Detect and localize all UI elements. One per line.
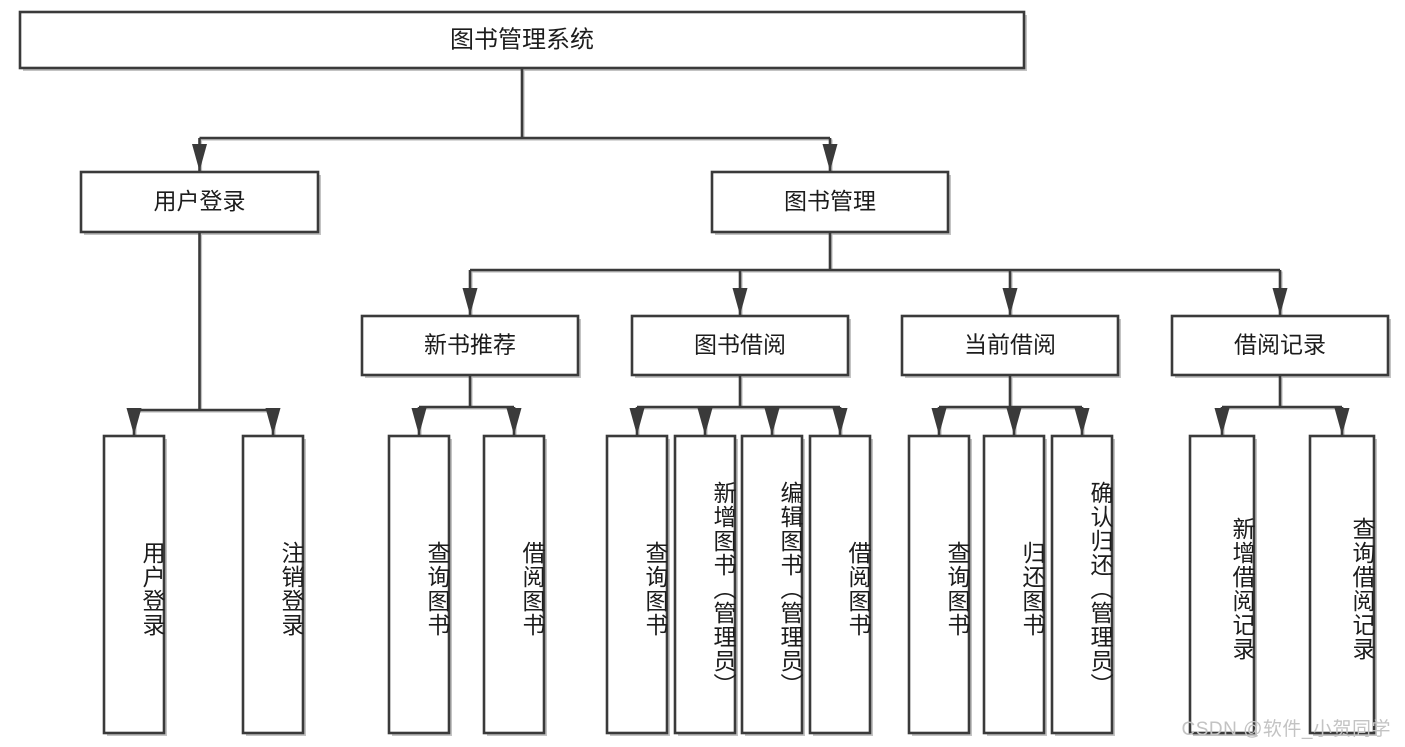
arrow-head-icon-new-book-recommend	[462, 288, 478, 315]
node-box-record-query[interactable]	[1308, 434, 1376, 735]
node-box-borrow-edit-book[interactable]	[740, 434, 804, 735]
node-box-current-borrow[interactable]	[900, 314, 1120, 377]
node-label-root: 图书管理系统	[450, 26, 594, 53]
arrow-head-icon-borrow-query-book	[629, 408, 645, 435]
node-label-book-borrow: 图书借阅	[694, 332, 786, 358]
node-label-borrow-record: 借阅记录	[1234, 332, 1326, 358]
arrow-head-icon-user-login	[192, 144, 207, 171]
node-box-current-return-book[interactable]	[982, 434, 1046, 735]
arrow-head-icon-recommend-query-book	[411, 408, 427, 435]
node-box-borrow-borrow-book[interactable]	[808, 434, 872, 735]
csdn-watermark: CSDN @软件_小贺同学	[1181, 719, 1391, 740]
node-box-record-add[interactable]	[1188, 434, 1256, 735]
node-label-book-manage: 图书管理	[784, 188, 876, 214]
node-box-current-confirm-return[interactable]	[1050, 434, 1114, 735]
arrow-head-icon-recommend-borrow-book	[506, 408, 522, 435]
node-box-recommend-query-book[interactable]	[387, 434, 451, 735]
arrow-head-icon-record-query	[1334, 408, 1350, 435]
arrow-head-icon-borrow-record	[1272, 288, 1288, 315]
arrow-head-icon-book-borrow	[732, 288, 748, 315]
arrow-head-icon-record-add	[1214, 408, 1230, 435]
node-label-current-borrow: 当前借阅	[964, 332, 1056, 358]
arrow-head-icon-book-manage	[822, 144, 838, 171]
node-box-borrow-query-book[interactable]	[605, 434, 669, 735]
arrow-head-icon-borrow-borrow-book	[832, 408, 848, 435]
node-label-user-login: 用户登录	[154, 188, 246, 214]
node-box-new-book-recommend[interactable]	[360, 314, 580, 377]
node-box-current-query-book[interactable]	[907, 434, 971, 735]
node-box-book-borrow[interactable]	[630, 314, 850, 377]
arrow-head-icon-current-query-book	[931, 408, 947, 435]
arrow-head-icon-user-logout	[265, 408, 281, 435]
node-box-root[interactable]	[18, 10, 1026, 70]
node-label-new-book-recommend: 新书推荐	[424, 332, 516, 358]
arrow-head-icon-borrow-edit-book	[764, 408, 780, 435]
node-box-user-login-do[interactable]	[102, 434, 166, 735]
node-box-borrow-add-book[interactable]	[673, 434, 737, 735]
arrow-head-icon-borrow-add-book	[697, 408, 713, 435]
arrow-head-icon-current-borrow	[1002, 288, 1018, 315]
node-box-user-logout[interactable]	[241, 434, 305, 735]
arrow-head-icon-current-confirm-return	[1074, 408, 1090, 435]
node-box-recommend-borrow-book[interactable]	[482, 434, 546, 735]
node-box-user-login[interactable]	[79, 170, 320, 234]
arrow-head-icon-user-login-do	[126, 408, 142, 435]
arrow-head-icon-current-return-book	[1006, 408, 1022, 435]
node-box-book-manage[interactable]	[710, 170, 950, 234]
